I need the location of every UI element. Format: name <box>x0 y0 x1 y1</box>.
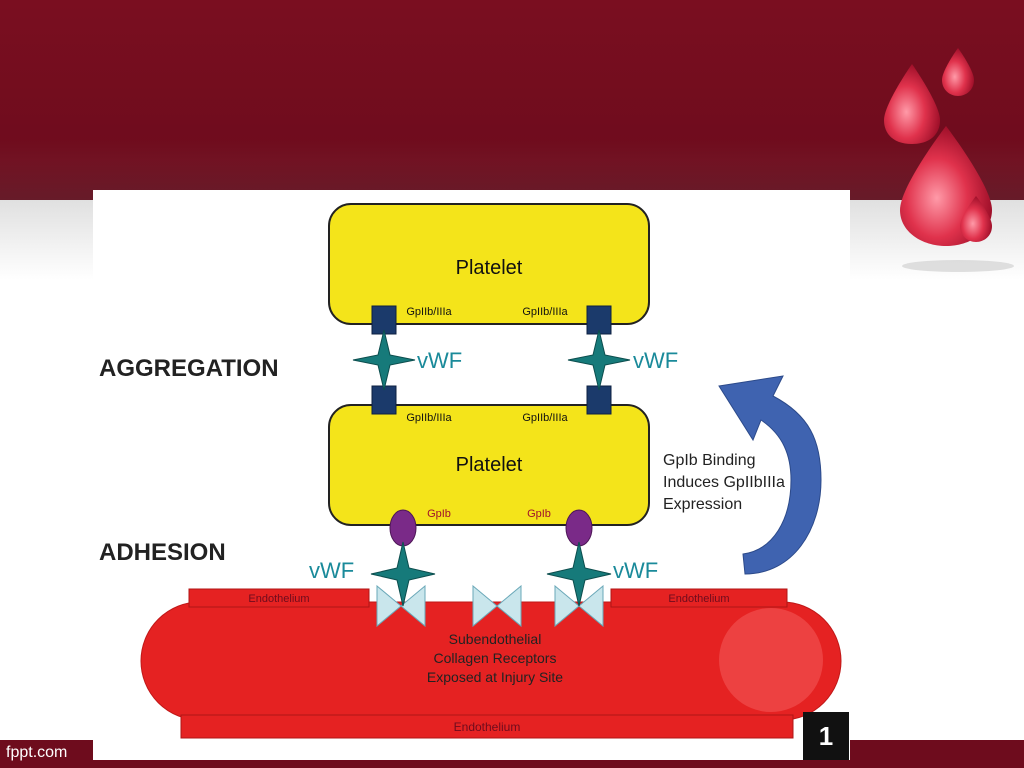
slide-number: 1 <box>803 712 849 760</box>
adhesion-label: ADHESION <box>99 539 226 566</box>
gp2b3a-label-top-left: GpIIb/IIIa <box>406 306 452 318</box>
curved-arrow-icon <box>718 375 822 575</box>
gp1b-label-right: GpIb <box>527 508 551 520</box>
endothelium-right-label: Endothelium <box>668 593 729 605</box>
endothelium-left <box>188 588 370 608</box>
endothelium-bottom <box>180 714 794 739</box>
vwf-label-adhesion-right: vWF <box>613 558 658 583</box>
vwf-star-icon <box>352 329 631 391</box>
subendo-line-3: Exposed at Injury Site <box>427 669 563 685</box>
platelet-bottom-label: Platelet <box>456 454 523 476</box>
vwf-label-adhesion-left: vWF <box>309 558 354 583</box>
subendo-line-1: Subendothelial <box>449 631 542 647</box>
collagen-highlight <box>719 608 823 712</box>
platelet-top-label: Platelet <box>456 257 523 279</box>
aggregation-label: AGGREGATION <box>99 355 279 382</box>
endothelium-right <box>610 588 788 608</box>
gp2b3a-label-bottom-left: GpIIb/IIIa <box>406 412 452 424</box>
platelet-bottom <box>328 404 650 526</box>
gp2b3a-label-bottom-right: GpIIb/IIIa <box>522 412 568 424</box>
annotation-line-1: GpIb Binding <box>663 452 756 469</box>
subendo-line-2: Collagen Receptors <box>434 650 557 666</box>
platelet-top <box>328 203 650 325</box>
annotation-line-2: Induces GpIIbIIIa <box>663 474 785 491</box>
gp2b3a-label-top-right: GpIIb/IIIa <box>522 306 568 318</box>
header-banner <box>0 0 1024 200</box>
annotation-line-3: Expression <box>663 496 742 513</box>
endothelium-bottom-label: Endothelium <box>454 720 521 734</box>
slide-panel: Endothelium Endothelium Endothelium Sube… <box>93 190 850 760</box>
platelet-diagram: Endothelium Endothelium Endothelium Sube… <box>99 203 842 739</box>
gp1b-label-left: GpIb <box>427 508 451 520</box>
gp1b-receptors <box>389 509 593 547</box>
footer-credit: fppt.com <box>6 744 68 761</box>
vwf-star-adhesion-icon <box>370 541 612 607</box>
vwf-label-aggregation-right: vWF <box>633 348 678 373</box>
vwf-label-aggregation-left: vWF <box>417 348 462 373</box>
collagen-receptor-icon <box>376 584 604 628</box>
blood-drop-icon <box>884 48 1014 272</box>
endothelium-left-label: Endothelium <box>248 593 309 605</box>
